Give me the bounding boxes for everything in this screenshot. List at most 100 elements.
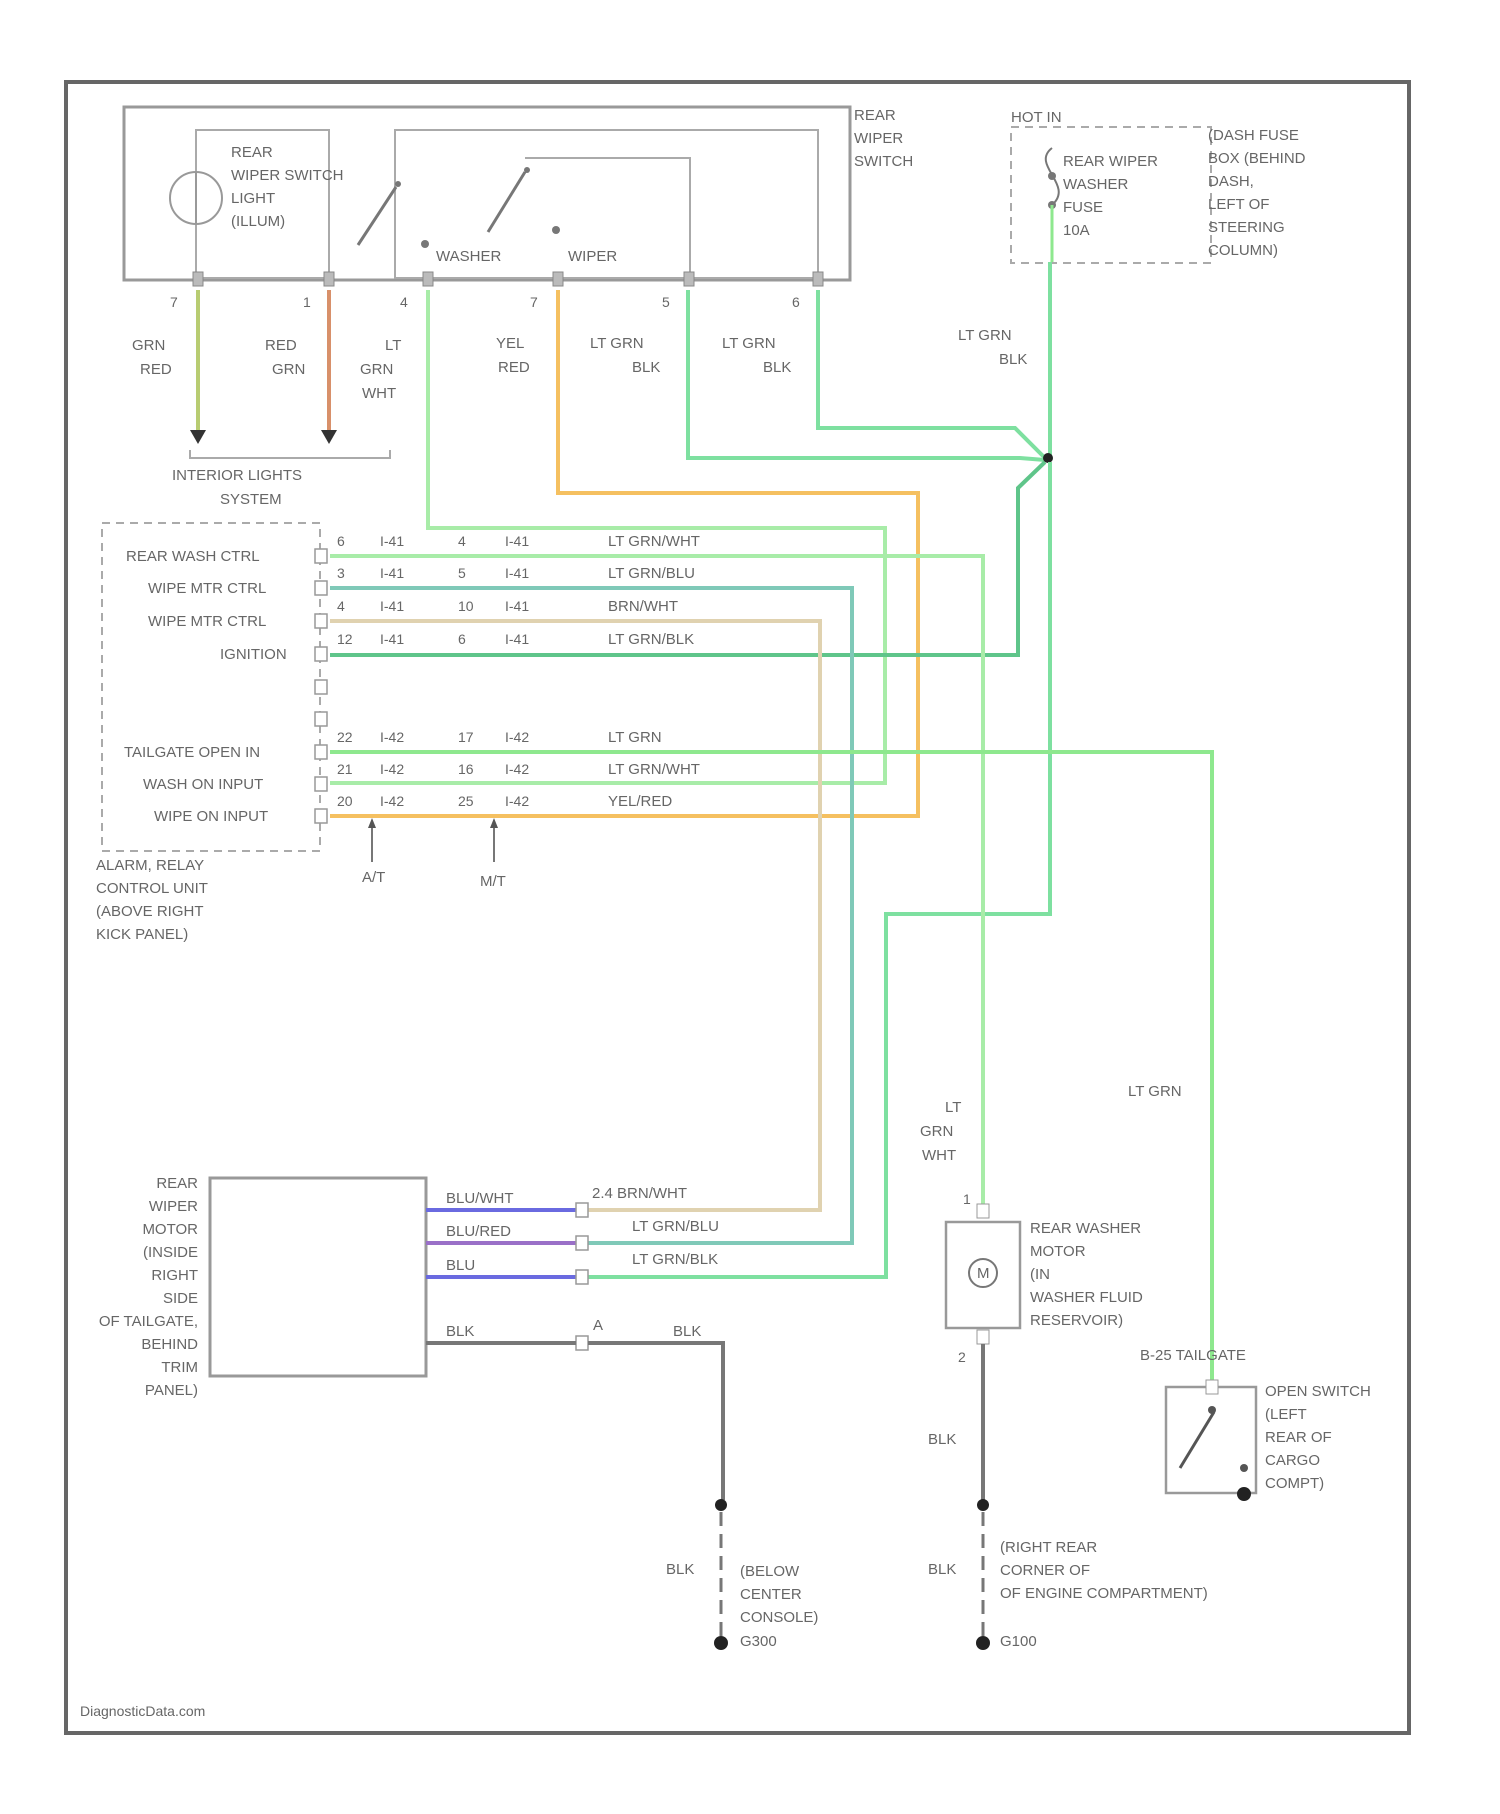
connector: I-41 xyxy=(505,598,529,614)
alarm-rows: REAR WASH CTRL 6 I-41 4 I-41 LT GRN/WHT … xyxy=(96,533,700,943)
connector-arrow-icon xyxy=(190,430,206,444)
alarm-wire-color: BRN/WHT xyxy=(608,598,678,615)
cavity: 25 xyxy=(458,793,474,809)
wire-label: RED xyxy=(140,361,172,378)
tailgate-name: (LEFT xyxy=(1265,1406,1307,1423)
connector: I-41 xyxy=(380,598,404,614)
illum-label-line4: (ILLUM) xyxy=(231,213,285,230)
washer-motor-name: REAR WASHER xyxy=(1030,1220,1141,1237)
motor-wire-right: LT GRN/BLK xyxy=(632,1251,718,1268)
wire-label: GRN xyxy=(272,361,305,378)
connector: I-42 xyxy=(380,793,404,809)
alarm-row-label: WIPE ON INPUT xyxy=(154,808,268,825)
alarm-wire-color: LT GRN xyxy=(608,729,662,746)
illum-label-line3: LIGHT xyxy=(231,190,275,207)
washer-motor-name: (IN xyxy=(1030,1266,1050,1283)
washer-motor-name: MOTOR xyxy=(1030,1243,1086,1260)
wire-lt-grn-blk xyxy=(818,290,1045,458)
diagram-border xyxy=(66,82,1409,1733)
wire-label: BLK xyxy=(999,351,1027,368)
cavity: 22 xyxy=(337,729,353,745)
mt-label: M/T xyxy=(480,873,506,890)
fuse-label-line2: WASHER xyxy=(1063,176,1128,193)
motor-wire-left: BLU/RED xyxy=(446,1223,511,1240)
motor-name: PANEL) xyxy=(145,1382,198,1399)
motor-name: WIPER xyxy=(149,1198,198,1215)
wire-label: LT xyxy=(945,1099,961,1116)
wiper-label: WIPER xyxy=(568,248,617,265)
connector: I-42 xyxy=(505,761,529,777)
connector: I-42 xyxy=(380,761,404,777)
ground-g300 xyxy=(714,1499,728,1650)
alarm-row-label: REAR WASH CTRL xyxy=(126,548,260,565)
ground2-label: OF ENGINE COMPARTMENT) xyxy=(1000,1585,1208,1602)
alarm-wire-color: YEL/RED xyxy=(608,793,672,810)
tailgate-name: REAR OF xyxy=(1265,1429,1332,1446)
motor-gnd-pin: A xyxy=(593,1317,603,1334)
wire-label: LT GRN xyxy=(958,327,1012,344)
illum-label-line2: WIPER SWITCH xyxy=(231,167,344,184)
switch-pin: 6 xyxy=(792,294,800,310)
tailgate-name: CARGO xyxy=(1265,1452,1320,1469)
switch-title-line1: REAR xyxy=(854,107,896,124)
wire-label: RED xyxy=(498,359,530,376)
washer-motor-name: WASHER FLUID xyxy=(1030,1289,1143,1306)
cavity: 6 xyxy=(337,533,345,549)
ground1-label: (BELOW xyxy=(740,1563,800,1580)
ground1-label: CENTER xyxy=(740,1586,802,1603)
ground1-label: G300 xyxy=(740,1633,777,1650)
washer-label: WASHER xyxy=(436,248,501,265)
ground2-label: CORNER OF xyxy=(1000,1562,1090,1579)
ground2-wire: BLK xyxy=(928,1561,956,1578)
wire-label: WHT xyxy=(362,385,396,402)
wire-label: LT GRN xyxy=(590,335,644,352)
interior-lights-label: INTERIOR LIGHTS SYSTEM xyxy=(172,467,302,508)
fuse-label-line4: 10A xyxy=(1063,222,1090,239)
wire-lt-grn-blu xyxy=(330,588,852,1243)
cavity: 21 xyxy=(337,761,353,777)
fuse-location-line6: COLUMN) xyxy=(1208,242,1278,259)
tailgate-name: COMPT) xyxy=(1265,1475,1324,1492)
ground2-labels: BLK (RIGHT REAR CORNER OF OF ENGINE COMP… xyxy=(928,1539,1208,1650)
switch-pin: 7 xyxy=(530,294,538,310)
alarm-wire-color: LT GRN/WHT xyxy=(608,533,700,550)
motor-wire-left: BLU xyxy=(446,1257,475,1274)
motor-name: MOTOR xyxy=(142,1221,198,1238)
connector: I-41 xyxy=(505,631,529,647)
switch-pin: 5 xyxy=(662,294,670,310)
washer-motor-pin: 2 xyxy=(958,1349,966,1365)
alarm-row-label: WIPE MTR CTRL xyxy=(148,580,266,597)
motor-wire-left: BLU/WHT xyxy=(446,1190,514,1207)
connector: I-41 xyxy=(380,631,404,647)
motor-gnd-wire-right: BLK xyxy=(673,1323,701,1340)
ground2-id: G100 xyxy=(1000,1633,1037,1650)
watermark: DiagnosticData.com xyxy=(80,1703,205,1719)
motor-wire-right: LT GRN/BLU xyxy=(632,1218,719,1235)
switch-contact-icon xyxy=(1180,1412,1214,1468)
ground2-label: (RIGHT REAR xyxy=(1000,1539,1097,1556)
alarm-row-label: IGNITION xyxy=(220,646,287,663)
ground-icon xyxy=(1237,1487,1251,1501)
wire-label: LT GRN xyxy=(1128,1083,1182,1100)
alarm-name-line2: CONTROL UNIT xyxy=(96,880,208,897)
wire-label: LT GRN xyxy=(722,335,776,352)
fuse-location-line4: LEFT OF xyxy=(1208,196,1269,213)
motor-name: OF TAILGATE, xyxy=(99,1313,198,1330)
alarm-name-line3: (ABOVE RIGHT xyxy=(96,903,204,920)
ground1-label: CONSOLE) xyxy=(740,1609,818,1626)
connector: I-42 xyxy=(505,729,529,745)
cavity: 5 xyxy=(458,565,466,581)
wire-tailgate-lt-grn xyxy=(330,752,1212,1382)
wire-label: GRN xyxy=(360,361,393,378)
fuse-label-line1: REAR WIPER xyxy=(1063,153,1158,170)
cavity: 4 xyxy=(458,533,466,549)
connector-arrow-icon xyxy=(321,430,337,444)
interior-lights-line2: SYSTEM xyxy=(220,491,282,508)
fuse-labels: HOT IN REAR WIPER WASHER FUSE 10A (DASH … xyxy=(1011,109,1306,259)
connector: I-41 xyxy=(380,565,404,581)
washer-motor-name: RESERVOIR) xyxy=(1030,1312,1123,1329)
wire-label: YEL xyxy=(496,335,524,352)
wire-label: GRN xyxy=(920,1123,953,1140)
ground-icon xyxy=(714,1636,728,1650)
wire-lt-grn-blk xyxy=(688,290,1045,460)
